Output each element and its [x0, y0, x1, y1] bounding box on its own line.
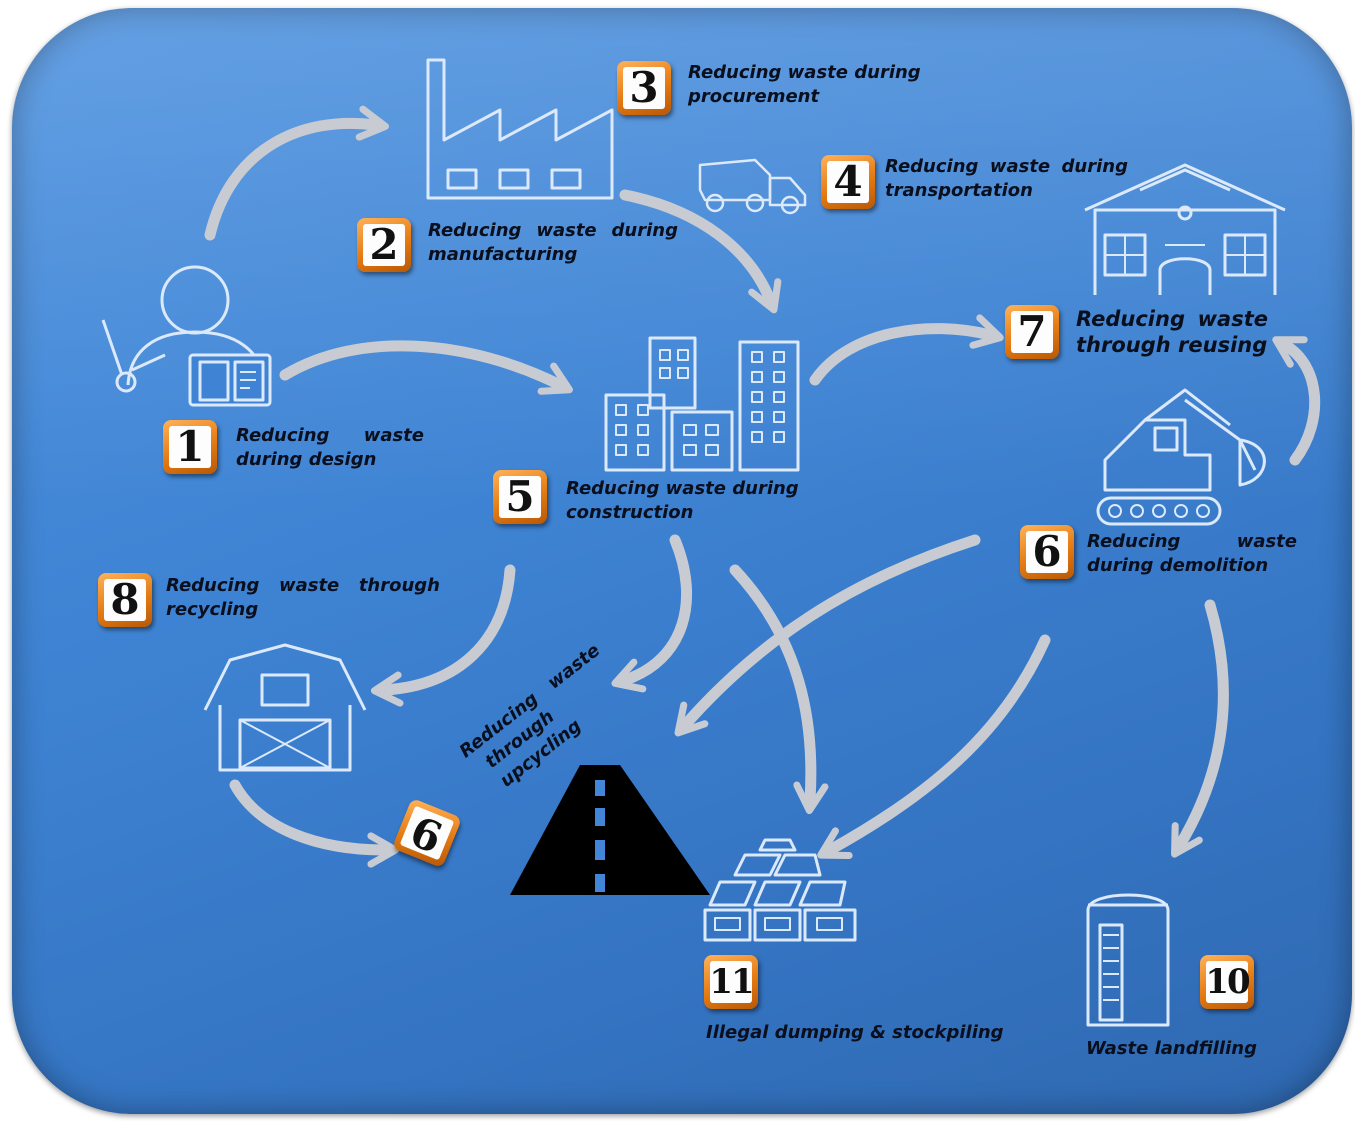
arrow-manufacturing-to-construction	[619, 189, 782, 314]
truck-icon	[698, 158, 807, 215]
caption-waste-landfilling: Waste landfilling	[1086, 1038, 1257, 1059]
designer-icon	[101, 265, 272, 407]
arrow-design-to-manufacturing	[204, 105, 389, 241]
step-badge-1: 1	[163, 420, 217, 474]
city-buildings-icon	[604, 336, 800, 472]
step-badge-3: 3	[617, 61, 671, 115]
arrow-construction-to-dumping	[729, 564, 829, 815]
step-badge-8: 8	[98, 573, 152, 627]
arrow-design-to-construction	[279, 340, 573, 395]
arrow-construction-to-recycling	[370, 564, 516, 707]
factory-icon	[426, 58, 614, 200]
arrow-demolition-to-upcycling	[674, 534, 981, 737]
step-badge-7: 7	[1005, 305, 1059, 359]
step-badge-11: 11	[704, 955, 758, 1009]
step-badge-6: 6	[1020, 525, 1074, 579]
step-badge-10: 10	[1200, 955, 1254, 1009]
step-badge-4: 4	[821, 155, 875, 209]
landfill-silo-icon	[1086, 893, 1170, 1027]
arrow-demolition-to-landfill	[1171, 599, 1229, 858]
road-icon	[510, 765, 710, 895]
arrow-demolition-to-dumping	[817, 634, 1051, 859]
arrow-demolition-to-reuse	[1272, 336, 1321, 466]
diagram-background	[12, 8, 1352, 1114]
step-badge-5: 5	[493, 470, 547, 524]
school-building-icon	[1084, 163, 1286, 295]
arrow-construction-to-upcycling-a	[611, 534, 693, 693]
arrow-construction-to-reuse	[809, 314, 1004, 386]
barn-icon	[203, 643, 367, 772]
caption-illegal-dumping: Illegal dumping & stockpiling	[706, 1022, 1004, 1043]
step-badge-2: 2	[357, 218, 411, 272]
excavator-icon	[1096, 388, 1266, 526]
stacked-bricks-icon	[703, 838, 857, 942]
arrow-recycling-to-upcycling	[229, 779, 400, 868]
